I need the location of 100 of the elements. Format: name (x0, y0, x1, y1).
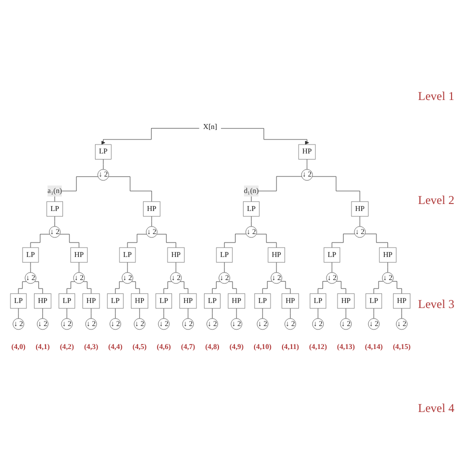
level-label: Level 4 (418, 401, 456, 416)
node-box (351, 202, 368, 218)
level-label: Level 3 (418, 297, 456, 312)
connector (318, 282, 328, 294)
node-circle (146, 226, 158, 238)
connector (228, 282, 237, 294)
connector (30, 262, 31, 274)
node-circle (270, 272, 282, 284)
node-box (46, 202, 63, 218)
node-box (254, 294, 271, 310)
node-box (70, 248, 88, 264)
node-circle (12, 318, 24, 330)
node-circle (312, 318, 324, 330)
connector (42, 308, 43, 320)
node-circle (61, 318, 73, 330)
node-circle (301, 170, 313, 182)
connector (290, 308, 291, 320)
connector (332, 234, 355, 248)
connector (18, 282, 27, 294)
node-circle (354, 226, 366, 238)
connector (30, 234, 50, 248)
node-box (167, 248, 185, 264)
connector (364, 234, 388, 248)
connector (180, 282, 188, 294)
node-box (379, 248, 396, 264)
connector (336, 282, 346, 294)
node-circle (85, 318, 97, 330)
connector (108, 176, 152, 202)
node-box (82, 294, 100, 310)
node-box (179, 294, 197, 310)
node-box (34, 294, 52, 310)
connector (115, 308, 116, 320)
connector (151, 216, 152, 228)
node-box (10, 294, 27, 310)
connector (78, 262, 80, 274)
connector (90, 308, 92, 320)
node-box (216, 248, 233, 264)
node-box (282, 294, 299, 310)
connector (251, 176, 302, 202)
node-circle (182, 318, 194, 330)
node-box (243, 202, 260, 218)
node-box (119, 248, 136, 264)
connector (139, 308, 140, 320)
node-box (143, 202, 160, 218)
node-box (204, 294, 220, 310)
connector (66, 308, 68, 320)
node-box (156, 294, 172, 310)
connector (280, 282, 291, 294)
connector (392, 282, 402, 294)
connector (212, 282, 220, 294)
node-box (22, 248, 39, 264)
node-box (58, 294, 76, 310)
connector (262, 282, 272, 294)
connector (127, 234, 147, 248)
connector (156, 234, 176, 248)
node-circle (170, 272, 182, 284)
node-circle (134, 318, 146, 330)
node-circle (368, 318, 380, 330)
node-circle (206, 318, 218, 330)
node-circle (49, 226, 61, 238)
connector (18, 308, 19, 320)
node-box (337, 294, 355, 310)
node-circle (382, 272, 394, 284)
node-box (366, 294, 382, 310)
connector (34, 282, 43, 294)
connector (131, 282, 140, 294)
node-circle (218, 272, 230, 284)
node-circle (340, 318, 352, 330)
connector (54, 176, 98, 202)
connector (164, 282, 172, 294)
node-box (107, 294, 124, 310)
connector (224, 234, 246, 248)
node-box (393, 294, 410, 310)
node-box (298, 144, 316, 160)
node-circle (158, 318, 170, 330)
node-circle (97, 170, 109, 182)
node-circle (36, 318, 48, 330)
node-box (130, 294, 148, 310)
node-circle (110, 318, 122, 330)
connector (251, 216, 252, 228)
connector (115, 282, 124, 294)
connector (127, 262, 128, 274)
connector (60, 234, 80, 248)
node-circle (256, 318, 268, 330)
node-circle (246, 226, 258, 238)
connector (276, 262, 277, 274)
node-circle (396, 318, 408, 330)
node-circle (73, 272, 85, 284)
node-box (95, 144, 112, 160)
connector (103, 160, 104, 170)
node-box (310, 294, 326, 310)
connector (256, 234, 277, 248)
node-box (324, 248, 340, 264)
node-circle (24, 272, 36, 284)
connector (66, 282, 76, 294)
node-box (268, 248, 286, 264)
node-circle (230, 318, 242, 330)
level-label: Level 1 (418, 88, 456, 104)
connector (224, 262, 225, 274)
connector (54, 216, 55, 228)
